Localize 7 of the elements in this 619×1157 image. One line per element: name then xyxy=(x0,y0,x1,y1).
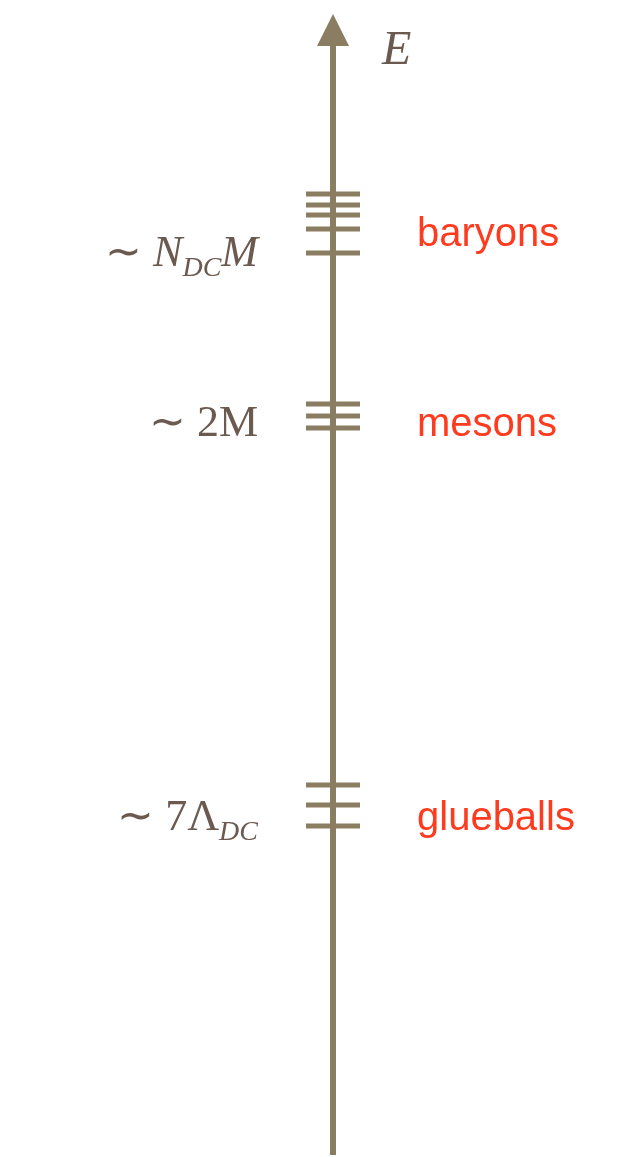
energy-scale-label: ∼ 7Λ$_{DC}$ xyxy=(117,794,258,845)
level-label: mesons xyxy=(417,402,558,442)
energy-scale-label: ∼ 2M xyxy=(148,400,258,444)
level-label: glueballs xyxy=(417,796,575,836)
level-label: baryons xyxy=(417,212,560,252)
axis-label: E xyxy=(382,24,412,72)
energy-scale-label: ∼ N$_{DC}$M xyxy=(105,230,258,281)
